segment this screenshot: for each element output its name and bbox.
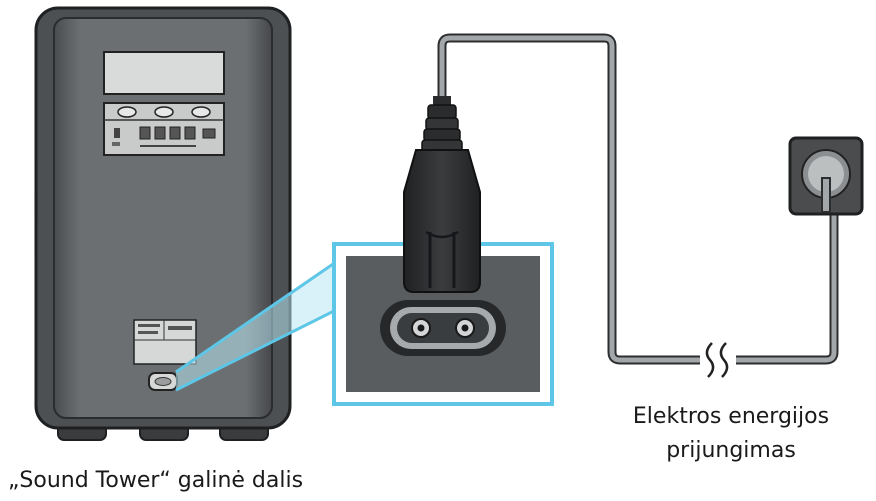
- power-connection-caption: Elektros energijos prijungimas: [606, 400, 856, 468]
- panel-button-2-icon: [154, 106, 174, 118]
- tower-control-panel: [103, 102, 225, 156]
- power-caption-line-2: prijungimas: [666, 438, 796, 463]
- speaker-tower: [34, 6, 292, 441]
- power-plug-icon: [403, 96, 481, 293]
- wall-outlet-icon: [788, 136, 864, 216]
- tower-back-caption: „Sound Tower“ galinė dalis: [8, 468, 304, 493]
- cable-break-icon: [705, 342, 729, 378]
- figure-8-socket-icon: [380, 300, 506, 356]
- panel-button-1-icon: [117, 106, 137, 118]
- tower-label-plate: [133, 319, 197, 365]
- tower-display-panel: [103, 51, 225, 95]
- panel-button-3-icon: [191, 106, 211, 118]
- power-caption-line-1: Elektros energijos: [632, 404, 830, 429]
- zoom-beam: [176, 262, 336, 390]
